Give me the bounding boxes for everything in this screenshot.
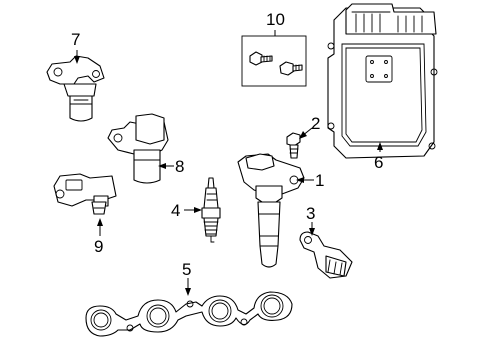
callout-9: 9 bbox=[94, 237, 104, 256]
bolt-icon bbox=[279, 61, 303, 76]
knock-sensor-icon[interactable] bbox=[299, 231, 353, 279]
callout-1: 1 bbox=[315, 171, 325, 190]
callout-4: 4 bbox=[171, 201, 181, 220]
crankshaft-sensor-icon[interactable] bbox=[107, 113, 169, 184]
map-sensor-icon[interactable] bbox=[53, 173, 117, 215]
callout-10: 10 bbox=[266, 10, 285, 29]
camshaft-sensor-icon[interactable] bbox=[46, 55, 105, 122]
ecm-module-icon[interactable] bbox=[327, 3, 438, 159]
callout-6: 6 bbox=[374, 153, 384, 172]
gasket-icon[interactable] bbox=[85, 291, 293, 337]
callout-8: 8 bbox=[175, 157, 185, 176]
bolt-icon[interactable] bbox=[286, 132, 301, 159]
callout-3: 3 bbox=[306, 204, 316, 223]
ignition-coil-icon[interactable] bbox=[237, 153, 305, 268]
spark-plug-icon[interactable] bbox=[201, 177, 221, 243]
leader-lines bbox=[74, 30, 383, 296]
callout-7: 7 bbox=[71, 30, 81, 49]
callout-2: 2 bbox=[311, 114, 321, 133]
bolt-kit-icon[interactable] bbox=[241, 35, 307, 87]
bolt-icon bbox=[249, 51, 273, 66]
callout-5: 5 bbox=[182, 260, 192, 279]
